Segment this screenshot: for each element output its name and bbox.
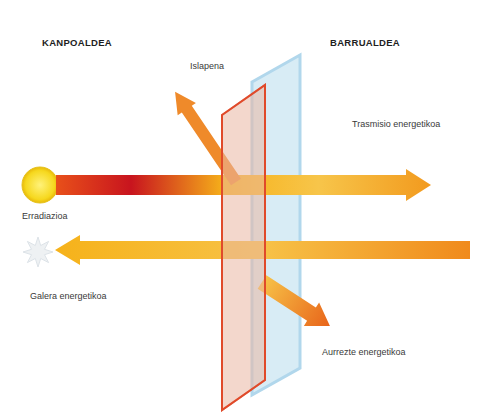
side-heading: KANPOALDEA — [42, 38, 112, 48]
star-icon — [23, 237, 53, 267]
glass-pane-outline — [222, 85, 265, 410]
saving-arrow — [254, 270, 337, 338]
sun-icon — [22, 167, 58, 203]
arrow-label: Islapena — [190, 62, 224, 72]
arrow-label: Trasmisio energetikoa — [352, 120, 440, 130]
star-shape — [23, 237, 53, 267]
arrow-label: Galera energetikoa — [30, 292, 107, 302]
arrow-label: Aurrezte energetikoa — [322, 348, 406, 358]
arrow-label: Erradiazioa — [22, 212, 68, 222]
glass-pane-outer — [222, 85, 265, 410]
side-heading: BARRUALDEA — [330, 38, 400, 48]
